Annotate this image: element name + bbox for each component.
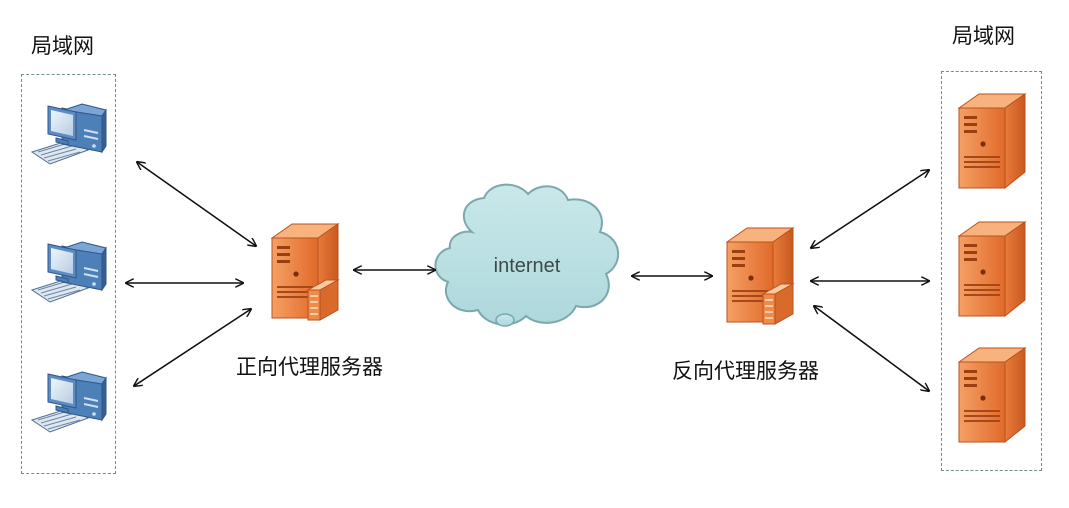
- forward-proxy-label: 正向代理服务器: [236, 355, 383, 379]
- lan-right-zone: [941, 71, 1042, 471]
- reverse-proxy-server: [727, 228, 793, 324]
- forward-proxy-server: [272, 224, 338, 320]
- cloud-label: internet: [494, 255, 561, 277]
- server-tower-icon: [958, 93, 1026, 189]
- client-pc-3: [31, 371, 107, 433]
- arrow-reverse-proxy-server3: [814, 306, 929, 391]
- backend-server-2: [958, 221, 1026, 317]
- desktop-computer-icon: [31, 103, 107, 165]
- proxy-server-icon: [727, 228, 793, 324]
- backend-server-3: [958, 347, 1026, 443]
- client-pc-2: [31, 241, 107, 303]
- cloud-icon: [434, 183, 620, 326]
- arrow-client1-forward-proxy: [137, 162, 256, 246]
- arrow-reverse-proxy-server1: [811, 170, 929, 248]
- proxy-server-icon: [272, 224, 338, 320]
- server-tower-icon: [958, 347, 1026, 443]
- server-tower-icon: [958, 221, 1026, 317]
- lan-right-label: 局域网: [952, 24, 1015, 48]
- desktop-computer-icon: [31, 371, 107, 433]
- desktop-computer-icon: [31, 241, 107, 303]
- lan-left-zone: [21, 74, 116, 474]
- arrow-client3-forward-proxy: [134, 309, 251, 386]
- lan-left-label: 局域网: [31, 34, 94, 58]
- internet-cloud: internet: [434, 183, 620, 327]
- reverse-proxy-label: 反向代理服务器: [672, 359, 819, 383]
- backend-server-1: [958, 93, 1026, 189]
- client-pc-1: [31, 103, 107, 165]
